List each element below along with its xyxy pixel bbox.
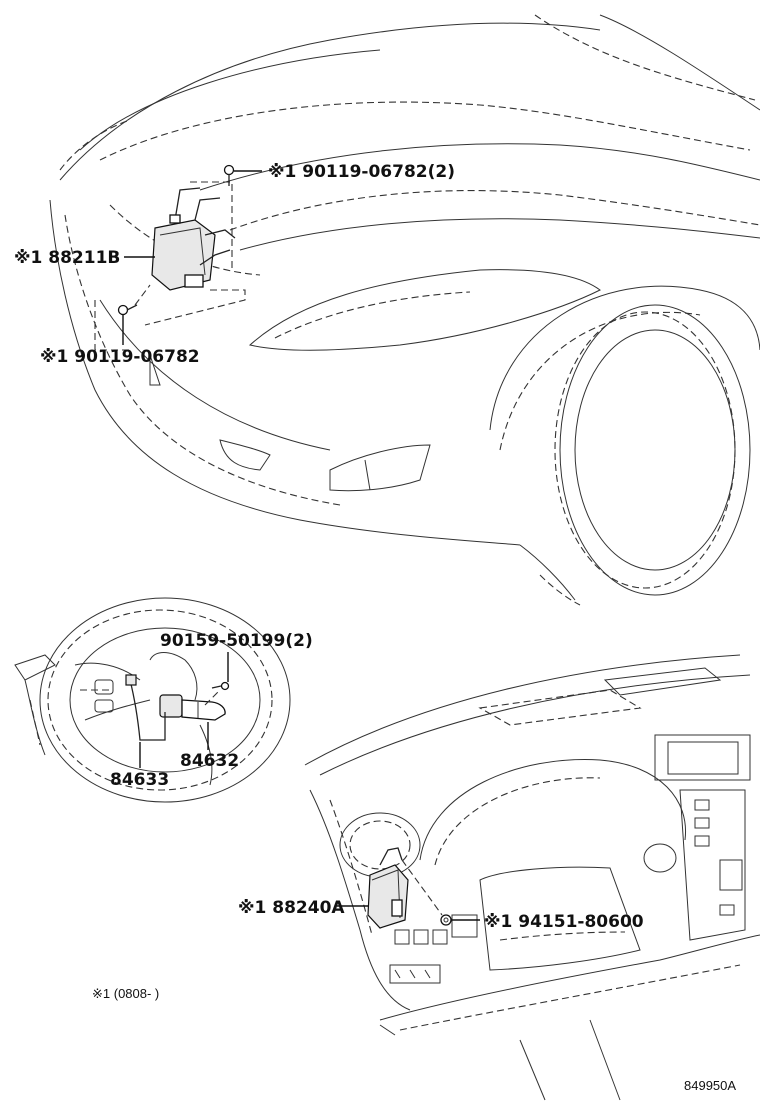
callout-screw-front: ※1 90119-06782 bbox=[40, 347, 200, 367]
dashboard-illustration bbox=[304, 654, 760, 1101]
callout-screw-top: ※1 90119-06782(2) bbox=[268, 162, 455, 182]
callout-module-dash: ※1 88240A bbox=[238, 898, 345, 918]
control-module-88240a bbox=[367, 847, 409, 929]
screw-wheel-icon bbox=[211, 681, 230, 691]
screw-top-icon bbox=[223, 164, 235, 186]
screw-front-icon bbox=[117, 304, 138, 316]
diagram-id: 849950A bbox=[684, 1078, 736, 1093]
footnote-date-range: ※1 (0808- ) bbox=[92, 986, 159, 1001]
harness-84633 bbox=[125, 674, 166, 741]
nut-dash-icon bbox=[440, 914, 452, 926]
cruise-switch-84632 bbox=[159, 694, 226, 721]
callout-module-front: ※1 88211B bbox=[14, 248, 120, 268]
steering-wheel-illustration bbox=[14, 597, 291, 803]
radar-sensor-module bbox=[151, 187, 236, 291]
callout-nut-dash: ※1 94151-80600 bbox=[484, 912, 644, 932]
callout-harness-wheel: 84633 bbox=[110, 770, 169, 790]
car-front-illustration bbox=[49, 14, 760, 606]
callout-screw-wheel: 90159-50199(2) bbox=[160, 631, 313, 651]
callout-switch-wheel: 84632 bbox=[180, 751, 239, 771]
